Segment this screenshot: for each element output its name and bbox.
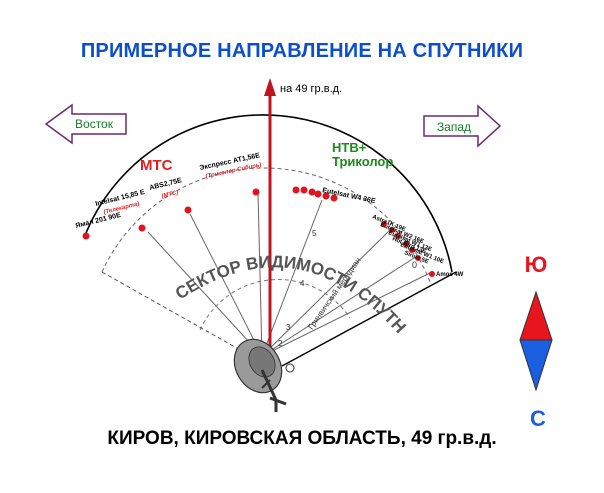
mts-label: МТС [140, 157, 173, 174]
west-arrow: Запад [423, 104, 502, 148]
label-yamal: Ямал 201 90Е [75, 212, 122, 230]
dot-eutelsat36 [330, 194, 338, 202]
radial-lines [147, 191, 433, 357]
satellite-dots [82, 186, 435, 277]
east-arrow-label: Восток [75, 117, 114, 131]
num-5: 5 [312, 229, 317, 238]
right-satellite-labels: Eutelsat W4 36E Astra1K 19E Eutelsat W2 … [322, 187, 464, 278]
west-arrow-label: Запад [437, 120, 471, 134]
dot-amos [429, 271, 435, 277]
page-title: ПРИМЕРНОЕ НАПРАВЛЕНИЕ НА СПУТНИКИ [80, 40, 524, 62]
sector-bottom-line [281, 271, 457, 367]
compass-north-half [519, 339, 553, 392]
dot-intelsat [138, 224, 146, 232]
num-0: 0 [412, 260, 417, 270]
north-direction-label: на 49 гр.в.д. [280, 83, 342, 95]
satellite-dish-icon [233, 338, 295, 412]
compass-north-label: С [530, 406, 546, 431]
compass-south-label: Ю [525, 252, 548, 277]
location-caption: КИРОВ, КИРОВСКАЯ ОБЛАСТЬ, 49 гр.в.д. [107, 428, 497, 449]
num-2: 2 [278, 339, 283, 348]
compass-icon [519, 290, 553, 392]
label-abs-sub: (МТС) [161, 190, 179, 200]
dot-ekspress [252, 188, 260, 196]
north-arrow [264, 78, 276, 362]
label-eutelsat36: Eutelsat W4 36E [322, 187, 377, 205]
outer-sector-arc [83, 114, 453, 273]
east-arrow: Восток [44, 103, 127, 145]
label-amos: Amos 4W [436, 272, 464, 278]
dot-yamal [82, 232, 90, 240]
num-4: 4 [300, 279, 305, 288]
num-3: 3 [286, 323, 291, 332]
ntv-label-line2: Триколор [332, 154, 393, 169]
ntv-label-line1: НТВ+ [332, 140, 367, 155]
dot-abs [184, 206, 192, 214]
compass-south-half [519, 290, 553, 341]
left-sector-edge [101, 271, 259, 361]
